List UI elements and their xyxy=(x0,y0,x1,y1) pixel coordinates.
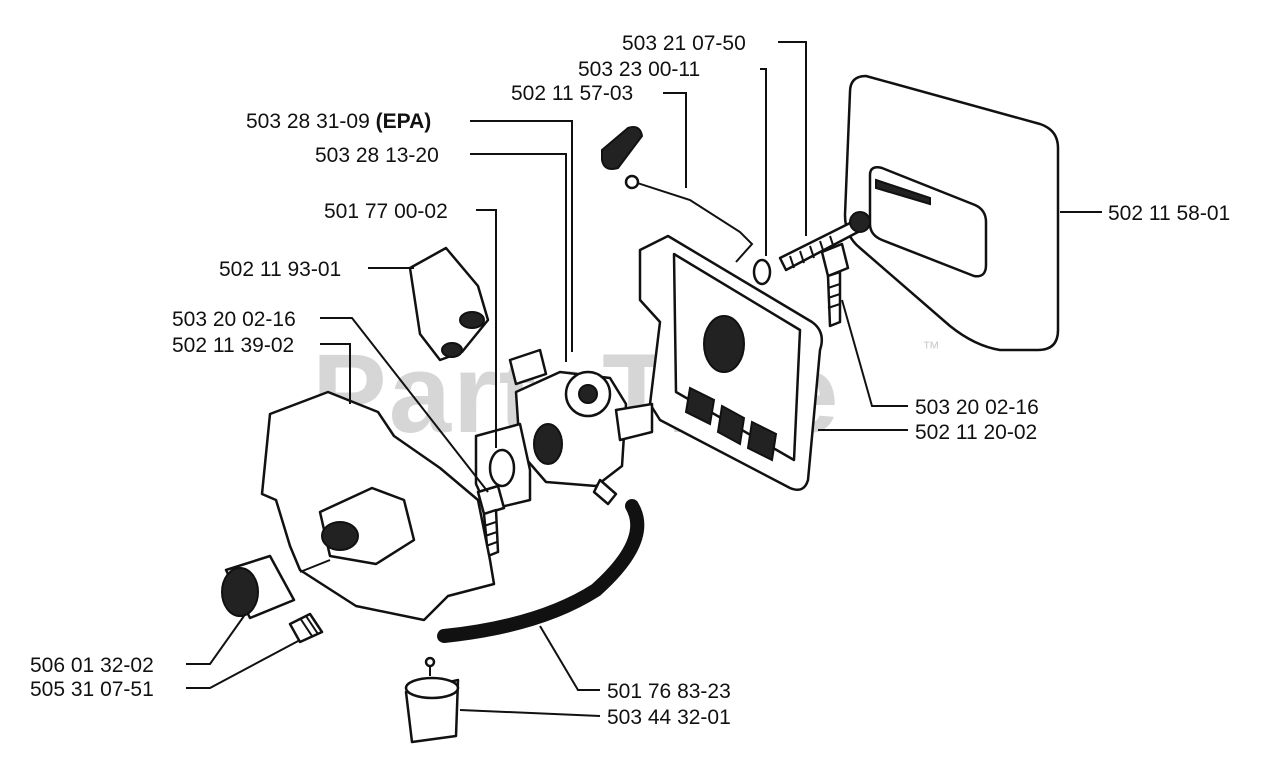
part-label[interactable]: 502 11 93-01 xyxy=(219,258,341,281)
cylinder-cover-drawing xyxy=(260,390,496,622)
part-label[interactable]: 503 20 02-16 xyxy=(915,396,1039,419)
part-label-epa[interactable]: 503 28 31-09 (EPA) xyxy=(246,110,431,133)
watermark-trademark: ™ xyxy=(922,338,940,358)
part-label[interactable]: 503 21 07-50 xyxy=(622,32,746,55)
part-label[interactable]: 501 77 00-02 xyxy=(324,200,448,223)
filter-screw-drawing xyxy=(752,211,871,286)
sleeve-ring-drawing xyxy=(221,554,296,620)
part-label[interactable]: 501 76 83-23 xyxy=(607,680,731,703)
part-suffix: (EPA) xyxy=(376,110,432,133)
leader-lines xyxy=(186,41,1102,717)
fuel-hose-drawing xyxy=(437,499,645,643)
part-label[interactable]: 502 11 58-01 xyxy=(1108,202,1230,225)
part-labels: 503 21 07-50 503 23 00-11 502 11 57-03 5… xyxy=(30,32,1230,729)
part-label[interactable]: 503 44 32-01 xyxy=(607,706,731,729)
carburetor-drawing xyxy=(508,348,654,506)
part-label[interactable]: 502 11 57-03 xyxy=(511,82,633,105)
fuel-filter-drawing xyxy=(404,656,460,744)
part-label[interactable]: 502 11 39-02 xyxy=(172,334,294,357)
part-label[interactable]: 503 20 02-16 xyxy=(172,308,296,331)
plug-drawing xyxy=(288,612,324,644)
base-plate-drawing xyxy=(638,234,823,491)
part-label[interactable]: 505 31 07-51 xyxy=(30,678,154,701)
part-label[interactable]: 503 23 00-11 xyxy=(578,58,700,81)
right-bolt-drawing xyxy=(820,242,850,328)
part-number: 503 28 31-09 xyxy=(246,110,370,133)
choke-lever-drawing xyxy=(601,126,754,263)
intake-elbow-drawing xyxy=(408,246,490,362)
part-label[interactable]: 503 28 13-20 xyxy=(315,144,439,167)
air-filter-drawing xyxy=(843,74,1060,352)
part-label[interactable]: 502 11 20-02 xyxy=(915,421,1037,444)
part-label[interactable]: 506 01 32-02 xyxy=(30,654,154,677)
